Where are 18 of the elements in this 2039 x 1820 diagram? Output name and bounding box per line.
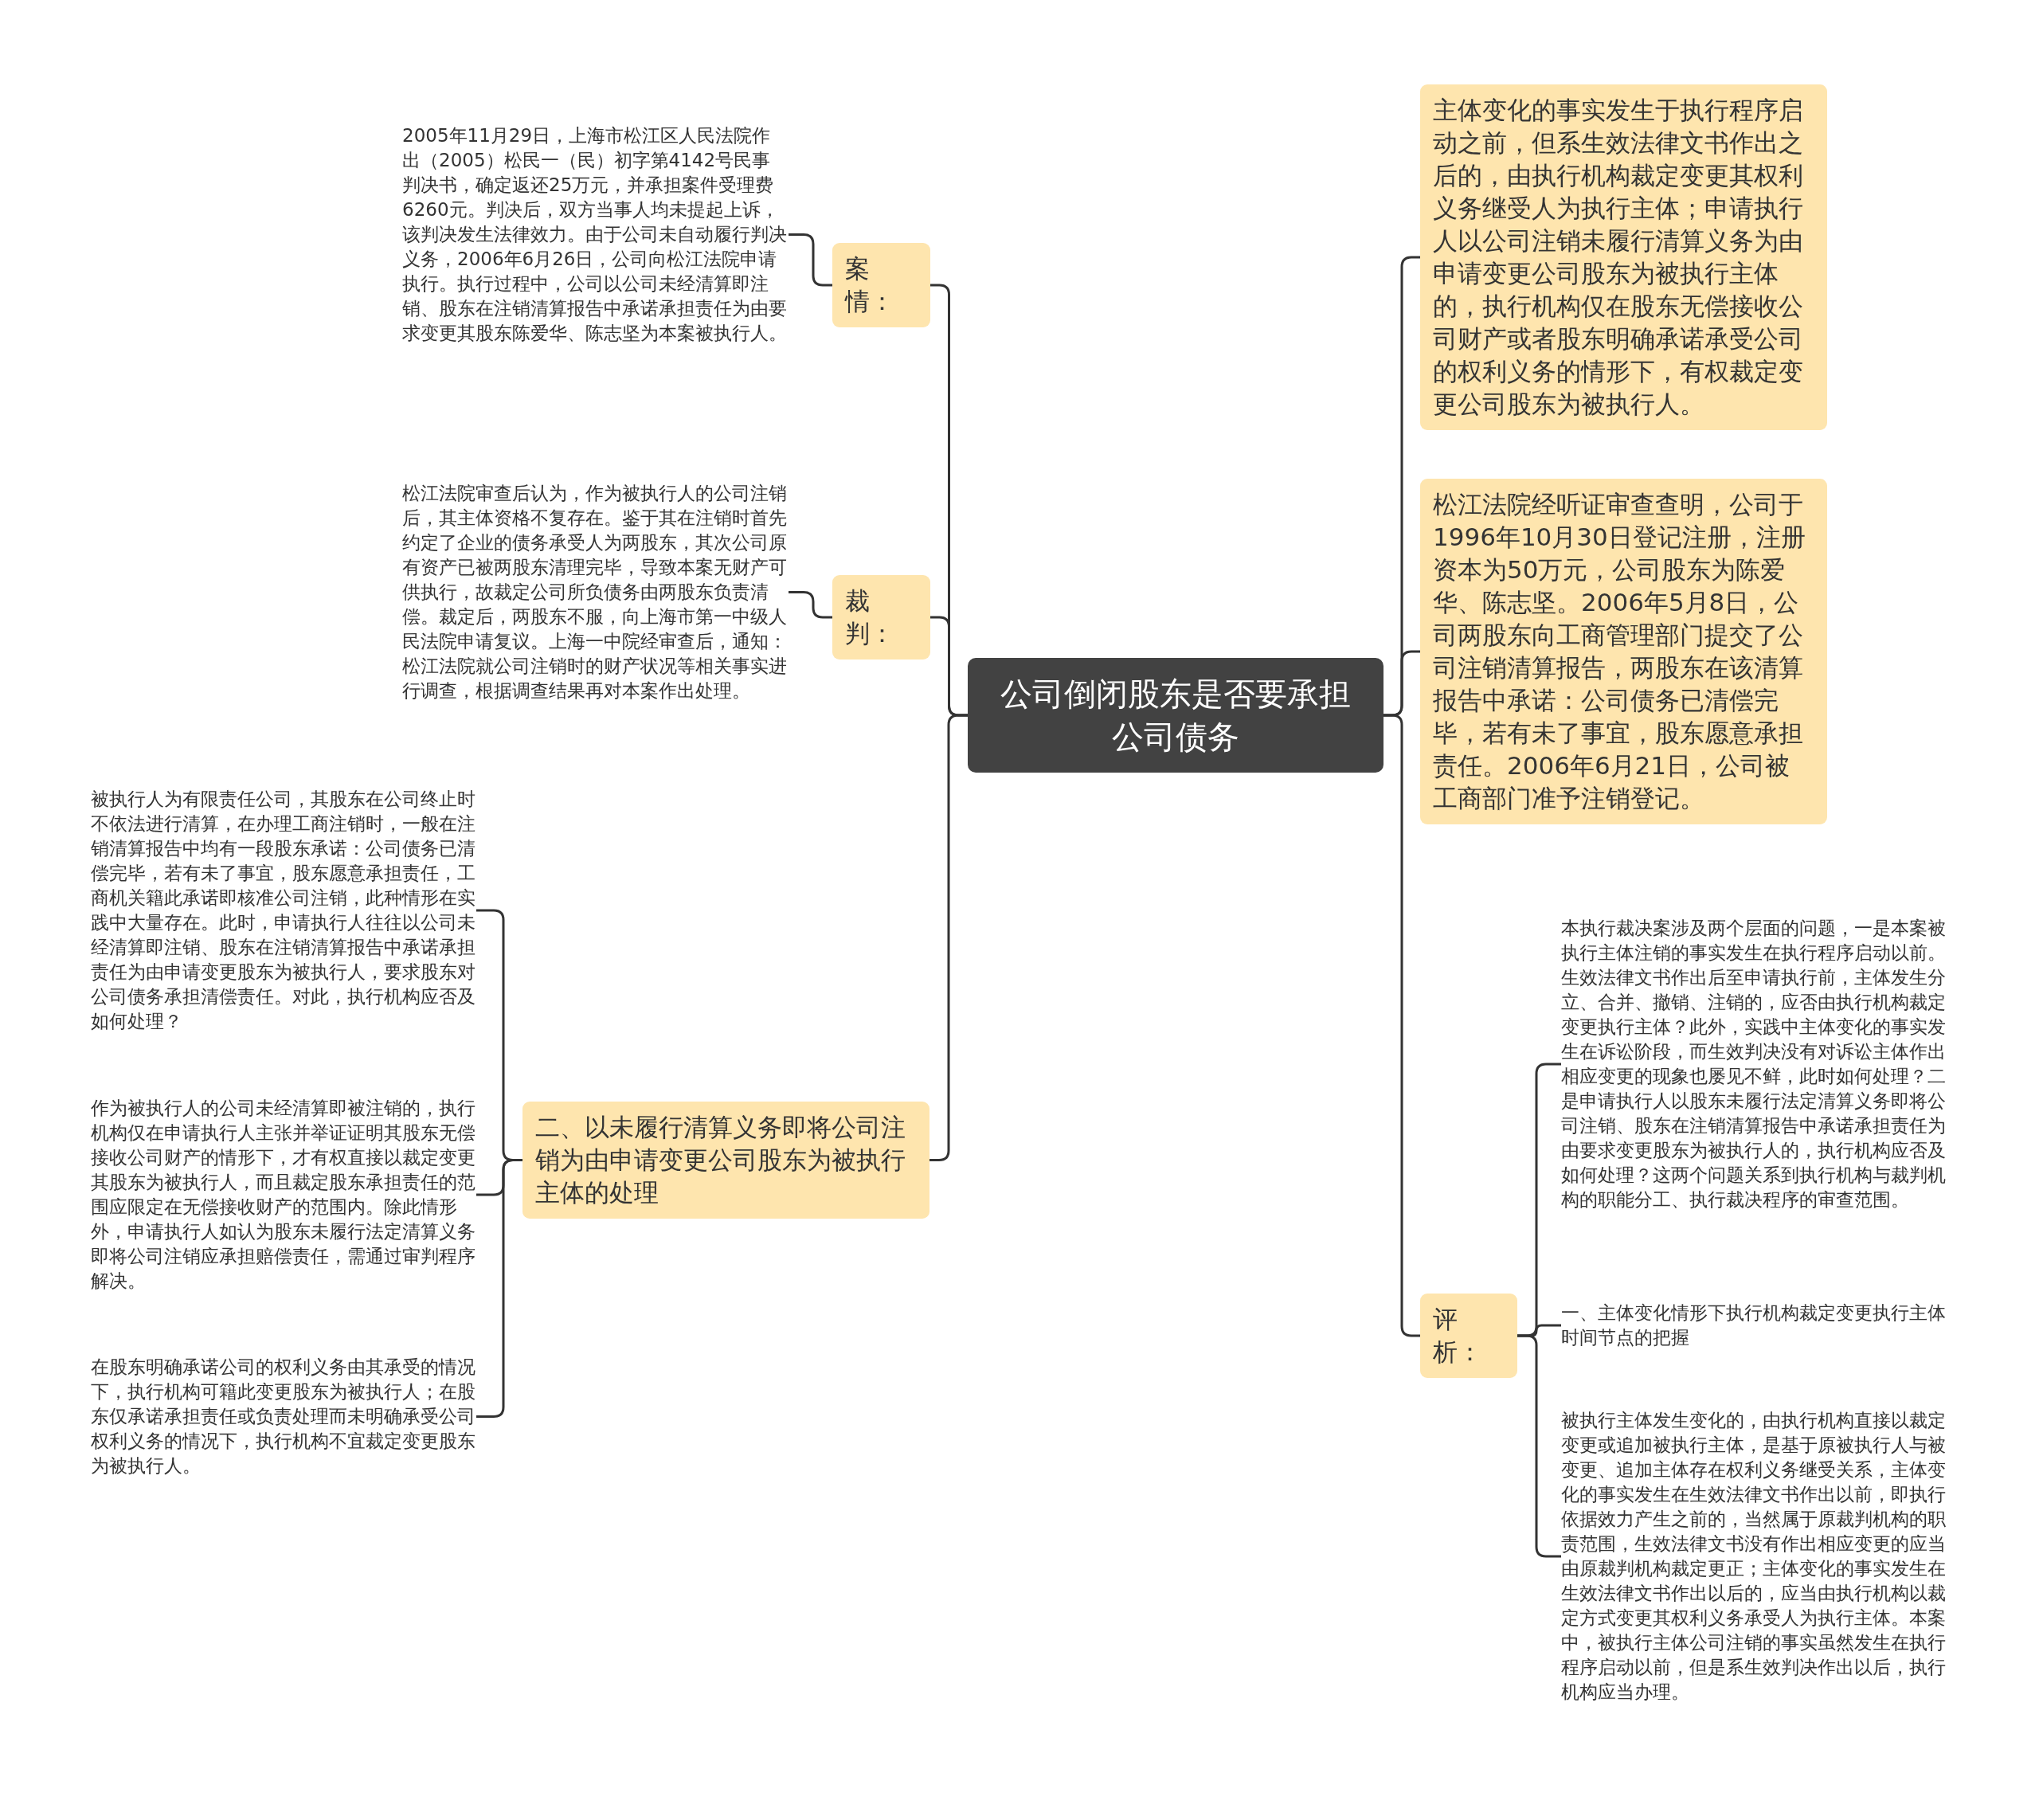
topic-box: 二、以未履行清算义务即将公司注销为由申请变更公司股东为被执行主体的处理 xyxy=(522,1102,929,1219)
note-text: 2005年11月29日，上海市松江区人民法院作出（2005）松民一（民）初字第4142号民事判决书，确定返还25万元，并承担案件受理费6260元。判决后，双方当事人均未提起上诉，该判决发生法律效力。由于公司未自动履行判决义务，2006年6月26日，公司向松江法院申请执行。执行过程中，公司以公司未经清算即注销、股东在注销清算报告中承诺承担责任为由要求变更其股东陈爱华、陈志坚为本案被执行人。 xyxy=(402,123,789,346)
connector-line xyxy=(789,591,832,619)
topic-box: 裁判： xyxy=(832,575,930,660)
note-text: 本执行裁决案涉及两个层面的问题，一是本案被执行主体注销的事实发生在执行程序启动以前。生效法律文书作出后至申请执行前，主体发生分立、合并、撤销、注销的，应否由执行机构裁定变更执行主体？此外，实践中主体变化的事实发生在诉讼阶段，而生效判决没有对诉讼主体作出相应变更的现象也屡见不鲜，此时如何处理？二是申请执行人以股东未履行法定清算义务即将公司注销、股东在注销清算报告中承诺承担责任为由要求变更股东为被执行人的，执行机构应否及如何处理？这两个问题关系到执行机构与裁判机构的职能分工、执行裁决程序的审查范围。 xyxy=(1561,916,1951,1212)
connector-line xyxy=(1383,714,1420,1337)
note-text: 被执行人为有限责任公司，其股东在公司终止时不依法进行清算，在办理工商注销时，一般在注销清算报告中均有一段股东承诺：公司债务已清偿完毕，若有未了事宜，股东愿意承担责任，工商机关籍此承诺即核准公司注销，此种情形在实践中大量存在。此时，申请执行人往往以公司未经清算即注销、股东在注销清算报告中承诺承担责任为由申请变更股东为被执行人，要求股东对公司债务承担清偿责任。对此，执行机构应否及如何处理？ xyxy=(91,787,476,1034)
note-text: 在股东明确承诺公司的权利义务由其承受的情况下，执行机构可籍此变更股东为被执行人；在股东仅承诺承担责任或负责处理而未明确承受公司权利义务的情况下，执行机构不宜裁定变更股东为被执行人。 xyxy=(91,1355,476,1478)
note-text: 一、主体变化情形下执行机构裁定变更执行主体时间节点的把握 xyxy=(1561,1301,1951,1350)
topic-box: 松江法院经听证审查查明，公司于1996年10月30日登记注册，注册资本为50万元，公司股东为陈爱华、陈志坚。2006年5月8日，公司两股东向工商管理部门提交了公司注销清算报告，两股东在该清算报告中承诺：公司债务已清偿完毕，若有未了事宜，股东愿意承担责任。2006年6月21日，公司被工商部门准予注销登记。 xyxy=(1420,479,1827,824)
topic-box: 案情： xyxy=(832,243,930,327)
topic-box: 主体变化的事实发生于执行程序启动之前，但系生效法律文书作出之后的，由执行机构裁定变更其权利义务继受人为执行主体；申请执行人以公司注销未履行清算义务为由申请变更公司股东为被执行主体的，执行机构仅在股东无偿接收公司财产或者股东明确承诺承受公司的权利义务的情形下，有权裁定变更公司股东为被执行人。 xyxy=(1420,84,1827,430)
topic-box: 评析： xyxy=(1420,1294,1517,1378)
central-topic-box: 公司倒闭股东是否要承担公司债务 xyxy=(968,658,1383,773)
note-text: 作为被执行人的公司未经清算即被注销的，执行机构仅在申请执行人主张并举证证明其股东无偿接收公司财产的情形下，才有权直接以裁定变更其股东为被执行人，而且裁定股东承担责任的范围应限定在无偿接收财产的范围内。除此情形外，申请执行人如认为股东未履行法定清算义务即将公司注销应承担赔偿责任，需通过审判程序解决。 xyxy=(91,1096,476,1294)
note-text: 被执行主体发生变化的，由执行机构直接以裁定变更或追加被执行主体，是基于原被执行人与被变更、追加主体存在权利义务继受关系，主体变化的事实发生在生效法律文书作出以前，即执行依据效力产生之前的，当然属于原裁判机构的职责范围，生效法律文书没有作出相应变更的应当由原裁判机构裁定更正；主体变化的事实发生在生效法律文书作出以后的，应当由执行机构以裁定方式变更其权利义务承受人为执行主体。本案中，被执行主体公司注销的事实虽然发生在执行程序启动以前，但是系生效判决作出以后，执行机构应当办理。 xyxy=(1561,1408,1951,1705)
connector-line xyxy=(929,714,968,1161)
note-text: 松江法院审查后认为，作为被执行人的公司注销后，其主体资格不复存在。鉴于其在注销时首先约定了企业的债务承受人为两股东，其次公司原有资产已被两股东清理完毕，导致本案无财产可供执行，故裁定公司所负债务由两股东负责清偿。裁定后，两股东不服，向上海市第一中级人民法院申请复议。上海一中院经审查后，通知：松江法院就公司注销时的财产状况等相关事实进行调查，根据调查结果再对本案作出处理。 xyxy=(402,481,789,703)
